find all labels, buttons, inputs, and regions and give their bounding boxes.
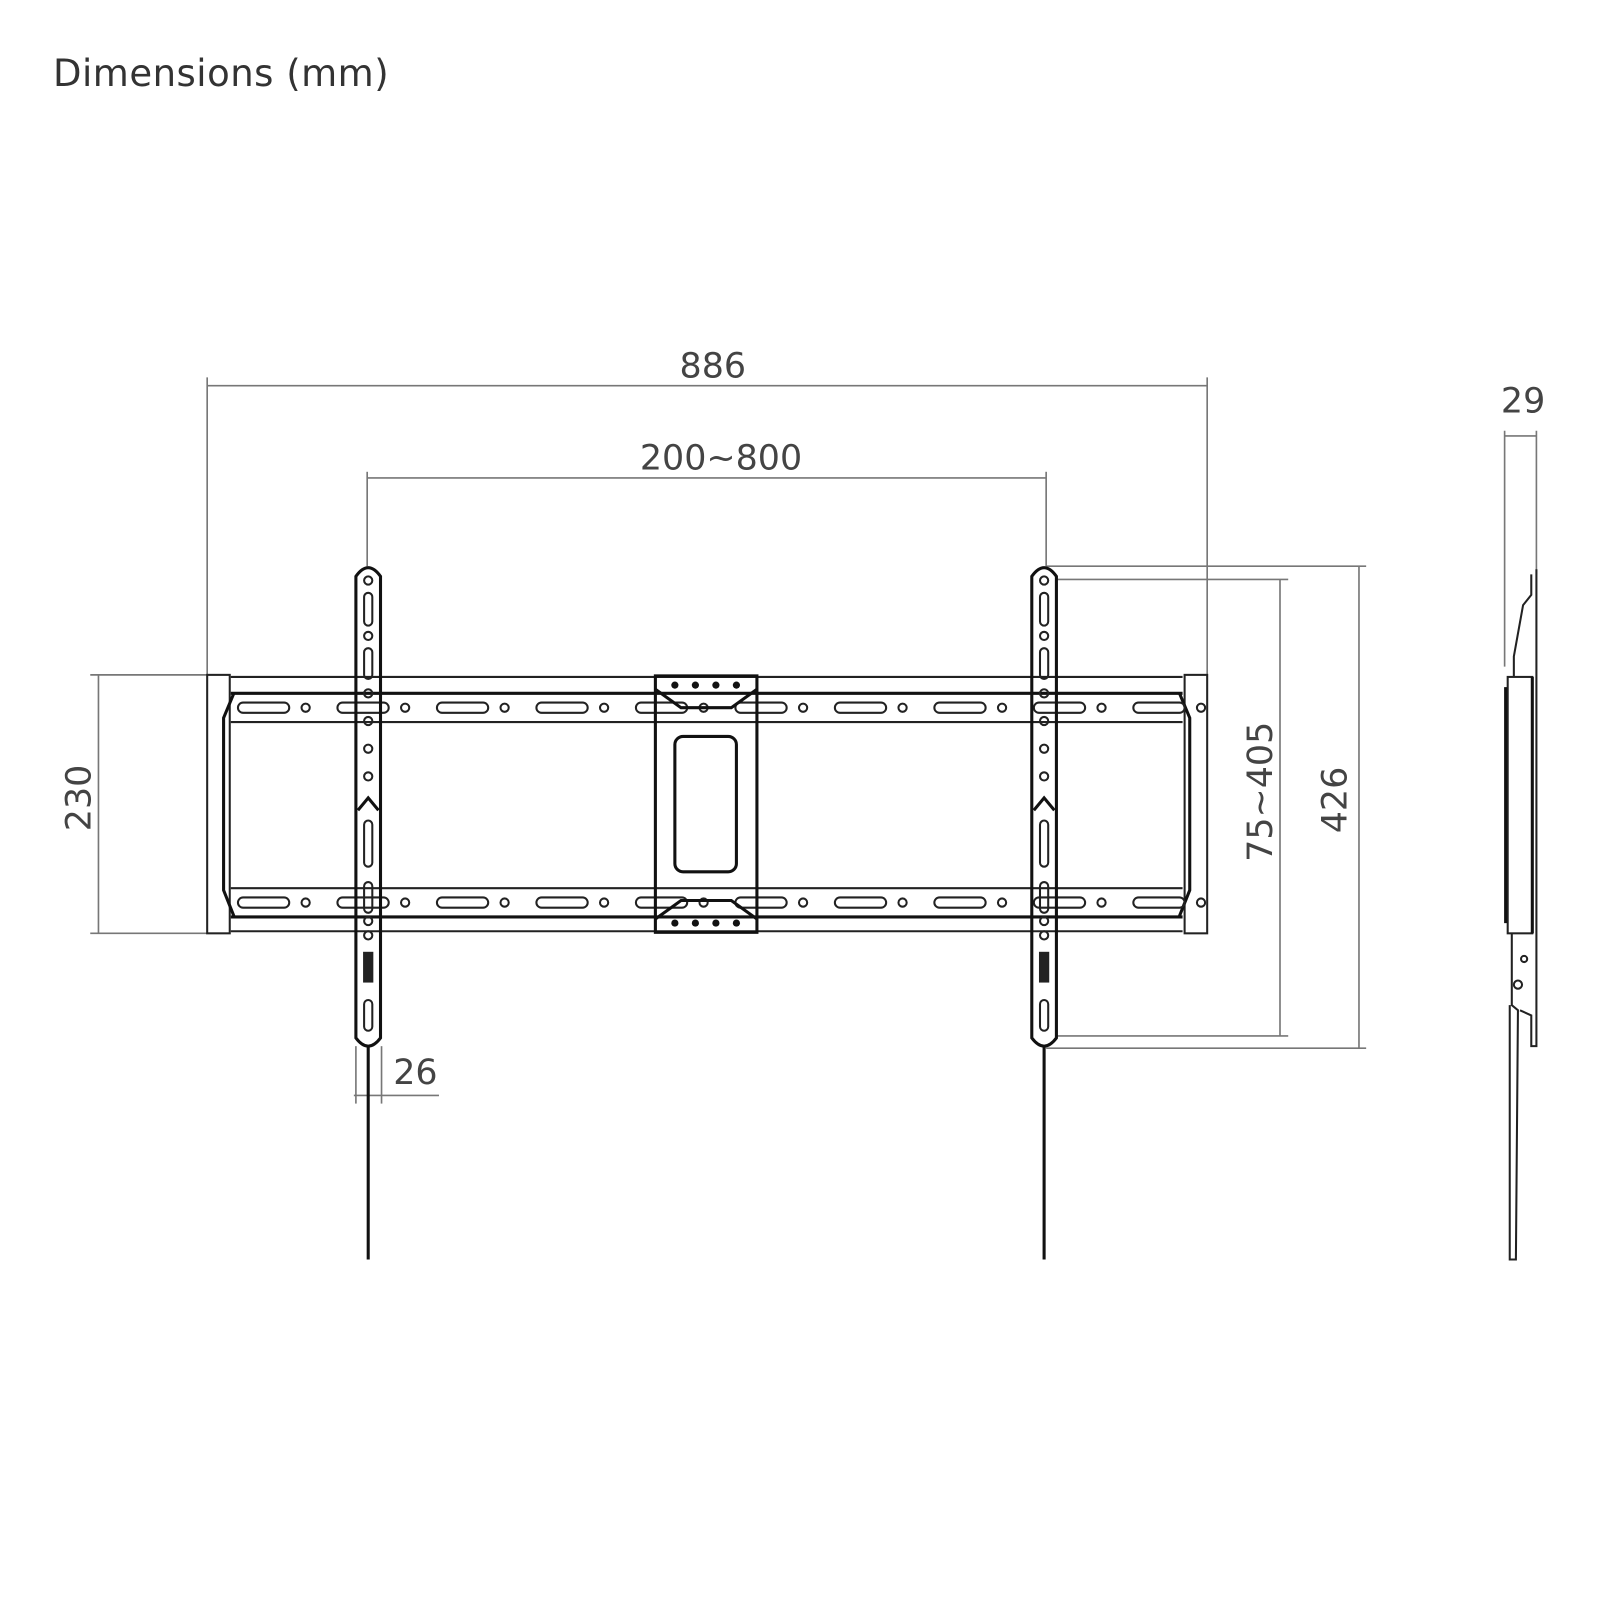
rail-slot	[336, 701, 390, 714]
left-vertical-arm	[354, 566, 383, 1260]
rail-slot	[1132, 896, 1186, 909]
rail-hole	[698, 897, 709, 908]
rail-hole	[1096, 702, 1107, 713]
dim-label-426: 426	[1316, 767, 1356, 834]
rail-hole	[399, 702, 411, 713]
arm-hole	[363, 575, 374, 586]
arm-hole	[363, 930, 374, 941]
arm-slot	[1038, 819, 1050, 868]
rail-hole	[300, 897, 311, 908]
dim-label-26: 26	[393, 1053, 437, 1093]
plate-hole	[691, 681, 699, 689]
arm-hole	[1038, 743, 1050, 754]
dimension-overall-height: 426	[1046, 565, 1367, 1050]
dim-label-75-405: 75~405	[1241, 722, 1281, 862]
rail-slot	[1032, 701, 1087, 714]
arm-slot	[1038, 998, 1050, 1032]
arm-slot	[1038, 647, 1050, 680]
dim-label-230: 230	[59, 765, 99, 832]
rail-hole	[598, 897, 610, 908]
arm-slot	[363, 998, 374, 1032]
plate-hole	[691, 919, 699, 927]
arm-hole	[1038, 771, 1050, 782]
rail-slot	[833, 701, 888, 714]
dim-label-886: 886	[680, 346, 747, 386]
rail-slots	[236, 701, 1207, 909]
dimension-frame-height: 230	[59, 674, 208, 935]
arm-hole	[1038, 930, 1050, 941]
left-end-cap	[206, 673, 231, 935]
arm-latch	[363, 951, 374, 983]
dimension-overall-width: 886	[206, 346, 1208, 675]
arm-slot	[1038, 591, 1050, 627]
arm-slot	[363, 819, 374, 868]
arm-hole	[363, 688, 374, 699]
right-vertical-arm	[1030, 566, 1058, 1260]
rail-slot	[435, 896, 490, 909]
rail-hole	[598, 702, 610, 713]
dimension-depth: 29	[1501, 381, 1545, 667]
rail-slot	[236, 701, 291, 714]
plate-hole	[671, 919, 679, 927]
rail-hole	[399, 897, 411, 908]
side-view	[1504, 569, 1538, 1261]
arm-hole	[363, 915, 374, 927]
rail-slot	[236, 896, 291, 909]
arm-slot	[1038, 881, 1050, 914]
rail-slot	[535, 701, 589, 714]
arm-hole	[1038, 688, 1050, 699]
arm-hole	[1038, 575, 1050, 586]
arm-hole	[363, 630, 374, 642]
dimension-arm-width: 26	[353, 1046, 439, 1104]
rail-slot	[1132, 701, 1186, 714]
center-plate	[653, 674, 759, 934]
rail-hole	[1096, 897, 1107, 908]
rail-hole	[897, 702, 908, 713]
rail-slot	[933, 896, 987, 909]
arm-slot	[363, 591, 374, 627]
right-end-cap	[1183, 673, 1209, 935]
arm-hole	[363, 743, 374, 754]
rail-slot	[1032, 896, 1087, 909]
arm-slot	[363, 881, 374, 914]
rail-hole	[1195, 897, 1207, 908]
dim-label-200-800: 200~800	[640, 439, 802, 479]
arm-hole	[363, 771, 374, 782]
dimension-vesa-width: 200~800	[366, 439, 1047, 567]
rail-slot	[833, 896, 888, 909]
rail-hole	[797, 897, 809, 908]
plate-hole	[732, 919, 740, 927]
arm-latch	[1038, 951, 1050, 983]
rail-slot	[634, 896, 689, 909]
arm-slot	[363, 647, 374, 680]
arm-hole	[1038, 915, 1050, 927]
dim-label-29: 29	[1501, 381, 1545, 421]
rail-slot	[734, 896, 788, 909]
arm-hole	[1038, 630, 1050, 642]
dimension-vesa-height: 75~405	[1056, 578, 1289, 1037]
rail-hole	[1195, 702, 1207, 713]
rail-hole	[996, 897, 1008, 908]
rail-hole	[300, 702, 311, 713]
plate-hole	[712, 681, 720, 689]
rail-hole	[797, 702, 809, 713]
plate-hole	[671, 681, 679, 689]
rail-slot	[535, 896, 589, 909]
arm-hole	[363, 715, 374, 727]
plate-hole	[732, 681, 740, 689]
rail-hole	[996, 702, 1008, 713]
rail-hole	[897, 897, 908, 908]
arm-hole	[1038, 715, 1050, 727]
plate-hole	[712, 919, 720, 927]
rail-slot	[933, 701, 987, 714]
rail-hole	[499, 897, 510, 908]
page-title: Dimensions (mm)	[53, 52, 390, 95]
rail-slot	[435, 701, 490, 714]
rail-hole	[499, 702, 510, 713]
rail-slot	[734, 701, 788, 714]
